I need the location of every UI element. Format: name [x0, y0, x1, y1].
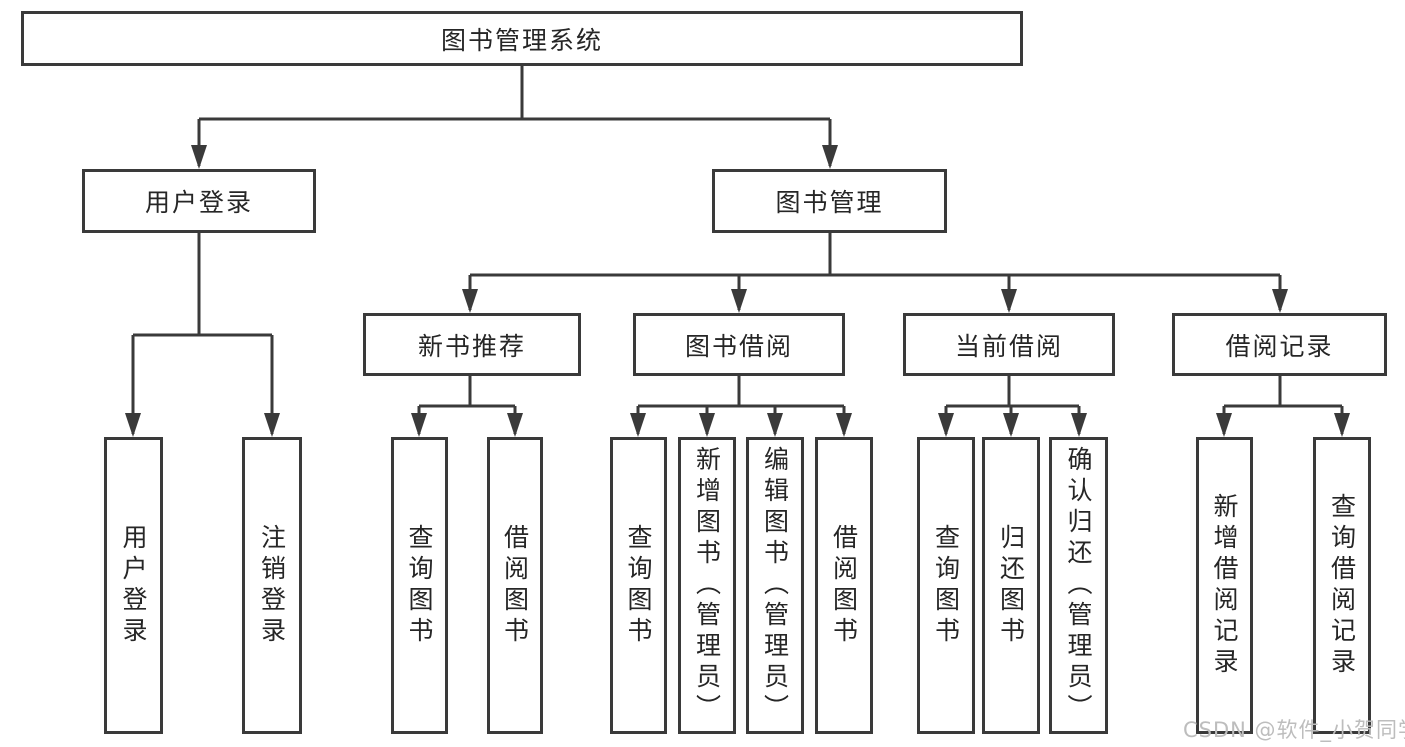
leaf-query-books-recommend: 查询图书: [391, 437, 448, 734]
node-label: 新书推荐: [417, 331, 526, 361]
leaf-label: 查询图书: [624, 523, 653, 648]
node-user-login: 用户登录: [82, 169, 316, 233]
leaf-add-borrow-record: 新增借阅记录: [1196, 437, 1253, 734]
leaf-label: 查询图书: [405, 523, 434, 648]
leaf-label: 借阅图书: [829, 523, 859, 648]
node-current-borrow: 当前借阅: [903, 313, 1115, 376]
leaf-borrow-books-recommend: 借阅图书: [487, 437, 543, 734]
connector-book-borrow-to-leaves: [630, 376, 852, 437]
csdn-watermark: CSDN @软件_小贺同学: [1183, 718, 1405, 742]
leaf-logout: 注销登录: [242, 437, 302, 734]
leaf-label: 用户登录: [119, 523, 148, 648]
connector-borrow-records-to-leaves: [1216, 376, 1350, 437]
leaf-borrow-books: 借阅图书: [815, 437, 873, 734]
leaf-user-login: 用户登录: [104, 437, 163, 734]
connector-user-login-to-leaves: [125, 233, 280, 437]
leaf-edit-book-admin: 编辑图书（管理员）: [746, 437, 804, 734]
connector-root-to-level2: [191, 66, 838, 169]
node-label: 图书管理: [775, 188, 884, 217]
leaf-label: 新增图书（管理员）: [692, 446, 722, 725]
node-book-borrow: 图书借阅: [633, 313, 845, 376]
node-borrow-records: 借阅记录: [1172, 313, 1387, 376]
leaf-label: 借阅图书: [500, 523, 530, 648]
leaf-label: 确认归还（管理员）: [1064, 446, 1093, 725]
leaf-label: 查询图书: [931, 523, 961, 648]
connector-book-management-to-level3: [462, 233, 1288, 313]
leaf-query-books-current: 查询图书: [917, 437, 975, 734]
node-new-book-recommend: 新书推荐: [363, 313, 581, 376]
leaf-label: 注销登录: [257, 523, 287, 648]
leaf-add-book-admin: 新增图书（管理员）: [678, 437, 736, 734]
leaf-confirm-return-admin: 确认归还（管理员）: [1049, 437, 1108, 734]
leaf-query-books-borrow: 查询图书: [610, 437, 667, 734]
leaf-query-borrow-record: 查询借阅记录: [1313, 437, 1371, 734]
leaf-label: 查询借阅记录: [1327, 492, 1357, 679]
node-label: 借阅记录: [1225, 331, 1334, 361]
leaf-label: 编辑图书（管理员）: [760, 446, 790, 725]
node-library-management-system: 图书管理系统: [21, 11, 1023, 66]
node-label: 当前借阅: [954, 331, 1063, 361]
connector-current-borrow-to-leaves: [938, 376, 1087, 437]
node-book-management: 图书管理: [712, 169, 947, 233]
connector-new-book-recommend-to-leaves: [411, 376, 523, 437]
leaf-label: 归还图书: [996, 523, 1026, 648]
node-label: 图书管理系统: [440, 25, 603, 55]
node-label: 用户登录: [144, 188, 253, 217]
leaf-return-book: 归还图书: [982, 437, 1040, 734]
leaf-label: 新增借阅记录: [1210, 492, 1239, 679]
node-label: 图书借阅: [684, 331, 793, 361]
